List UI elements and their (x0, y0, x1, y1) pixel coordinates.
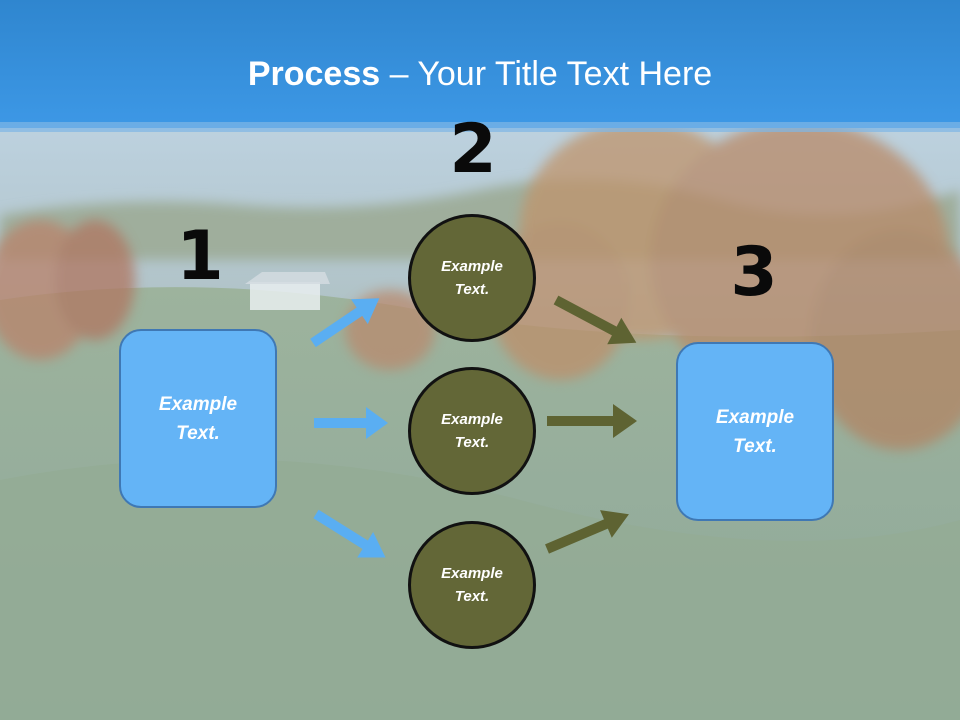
step-1-box: Example Text. (119, 329, 277, 508)
step-2-circle-top: Example Text. (408, 214, 536, 342)
slide-title: Process – Your Title Text Here (0, 52, 960, 96)
title-rest: – Your Title Text Here (380, 55, 713, 93)
arrow-icon (545, 510, 629, 554)
title-bold: Process (247, 55, 381, 93)
step-2-circle-bottom: Example Text. (408, 521, 536, 649)
step-2-circle-middle: Example Text. (408, 367, 536, 495)
arrow-icon (313, 509, 386, 558)
step-1-label: Example Text. (158, 393, 238, 444)
step-number-1: 1 (176, 217, 224, 296)
arrow-icon (547, 404, 637, 438)
arrow-icon (314, 407, 388, 439)
step-number-2: 2 (449, 110, 497, 189)
step-number-3: 3 (730, 233, 778, 312)
circle-label: Example Text. (441, 411, 503, 451)
circle-label: Example Text. (441, 258, 503, 298)
arrow-icon (553, 295, 637, 345)
step-3-label: Example Text. (715, 406, 795, 457)
arrow-icon (310, 298, 380, 348)
circle-label: Example Text. (441, 565, 503, 605)
step-3-box: Example Text. (676, 342, 834, 521)
